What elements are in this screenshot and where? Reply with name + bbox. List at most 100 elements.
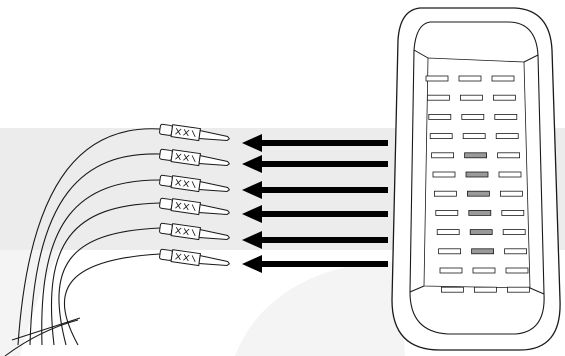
terminal-barrel-detail — [175, 153, 196, 163]
bundle-edge — [4, 319, 79, 356]
cavity-empty — [506, 286, 530, 293]
cavity-empty — [505, 267, 529, 274]
arrow-head — [242, 155, 262, 173]
cavity-empty — [459, 94, 483, 101]
wire — [50, 202, 161, 346]
terminal-barrel-detail — [175, 253, 196, 263]
arrow-group — [242, 134, 388, 273]
cavity-empty — [436, 229, 460, 236]
cavity-empty — [499, 190, 523, 197]
cavity-empty — [497, 152, 521, 159]
insertion-arrow — [242, 255, 388, 273]
cavity-filled — [471, 248, 495, 255]
wire — [41, 179, 161, 346]
cavity-empty — [498, 171, 522, 178]
cavity-empty — [458, 75, 482, 82]
terminal-pin — [198, 130, 231, 141]
housing-bevel-br — [529, 287, 545, 295]
crimp-terminal — [159, 222, 231, 241]
arrow-head — [242, 134, 262, 152]
cavity-empty — [438, 248, 462, 255]
terminal-pin — [198, 181, 231, 192]
terminal-crimp — [159, 148, 173, 161]
wire — [29, 153, 161, 346]
arrow-head — [242, 255, 262, 273]
cavity-empty — [426, 94, 450, 101]
bundle-edge — [11, 317, 81, 341]
terminal-pin — [198, 229, 231, 240]
wire — [58, 227, 161, 346]
terminal-barrel-detail — [175, 128, 196, 138]
insertion-arrow — [242, 231, 388, 249]
arrow-shaft — [258, 161, 388, 167]
arrow-head — [242, 231, 262, 249]
arrow-shaft — [258, 237, 388, 243]
cavity-empty — [502, 229, 526, 236]
cavity-empty — [435, 209, 459, 216]
cavity-filled — [468, 209, 492, 216]
arrow-head — [242, 205, 262, 223]
terminal-crimp — [159, 174, 173, 187]
terminal-pin — [198, 255, 231, 266]
cavity-empty — [495, 133, 519, 140]
terminal-crimp — [159, 222, 173, 235]
crimp-terminal — [159, 248, 231, 267]
housing-inner-face — [423, 57, 531, 289]
cavity-empty — [428, 114, 452, 120]
cavity-empty — [439, 267, 463, 274]
arrow-shaft — [258, 211, 388, 217]
terminal-crimp — [159, 197, 173, 210]
cavity-empty — [473, 286, 497, 293]
wire — [17, 128, 161, 346]
arrow-head — [242, 181, 262, 199]
wire — [63, 253, 161, 346]
cavity-filled — [469, 229, 493, 236]
cavity-empty — [501, 209, 525, 216]
crimp-terminal — [159, 174, 231, 193]
cavity-empty — [494, 114, 518, 120]
housing-bevel-tr — [523, 54, 539, 63]
housing-outer — [391, 7, 561, 351]
cavity-empty — [432, 171, 456, 178]
cavity-empty — [461, 114, 485, 120]
crimp-terminal — [159, 123, 231, 142]
cavity-empty — [472, 267, 496, 274]
crimp-terminal — [159, 197, 231, 216]
terminal-crimp — [159, 123, 173, 136]
housing-bevel-bl — [409, 285, 425, 293]
cavity-empty — [504, 248, 528, 255]
connector-housing — [391, 7, 561, 351]
cavity-filled — [466, 190, 490, 197]
cavity-empty — [440, 286, 464, 293]
terminal-barrel-detail — [175, 202, 196, 212]
cavity-grid — [425, 75, 530, 293]
housing-bevel-tl — [413, 49, 429, 59]
cavity-empty — [433, 190, 457, 197]
terminal-barrel-detail — [175, 227, 196, 237]
background-swirl — [235, 261, 405, 356]
crimp-terminal — [159, 148, 231, 167]
arrow-shaft — [258, 187, 388, 193]
terminal-pin — [198, 204, 231, 215]
insertion-arrow — [242, 181, 388, 199]
arrow-shaft — [258, 140, 388, 146]
wire-bundle — [4, 128, 161, 356]
cavity-empty — [462, 133, 486, 140]
terminal-barrel-detail — [175, 179, 196, 189]
housing-inner — [409, 21, 545, 335]
cavity-empty — [492, 94, 516, 101]
terminal-crimp — [159, 248, 173, 261]
cavity-empty — [429, 133, 453, 140]
cavity-empty — [491, 75, 515, 82]
terminal-pin — [198, 155, 231, 166]
cavity-filled — [465, 171, 489, 178]
insertion-arrow — [242, 155, 388, 173]
cavity-empty — [425, 75, 449, 82]
insertion-arrow — [242, 205, 388, 223]
cavity-empty — [431, 152, 455, 159]
arrow-shaft — [258, 261, 388, 267]
insertion-arrow — [242, 134, 388, 152]
terminal-group — [159, 123, 231, 267]
